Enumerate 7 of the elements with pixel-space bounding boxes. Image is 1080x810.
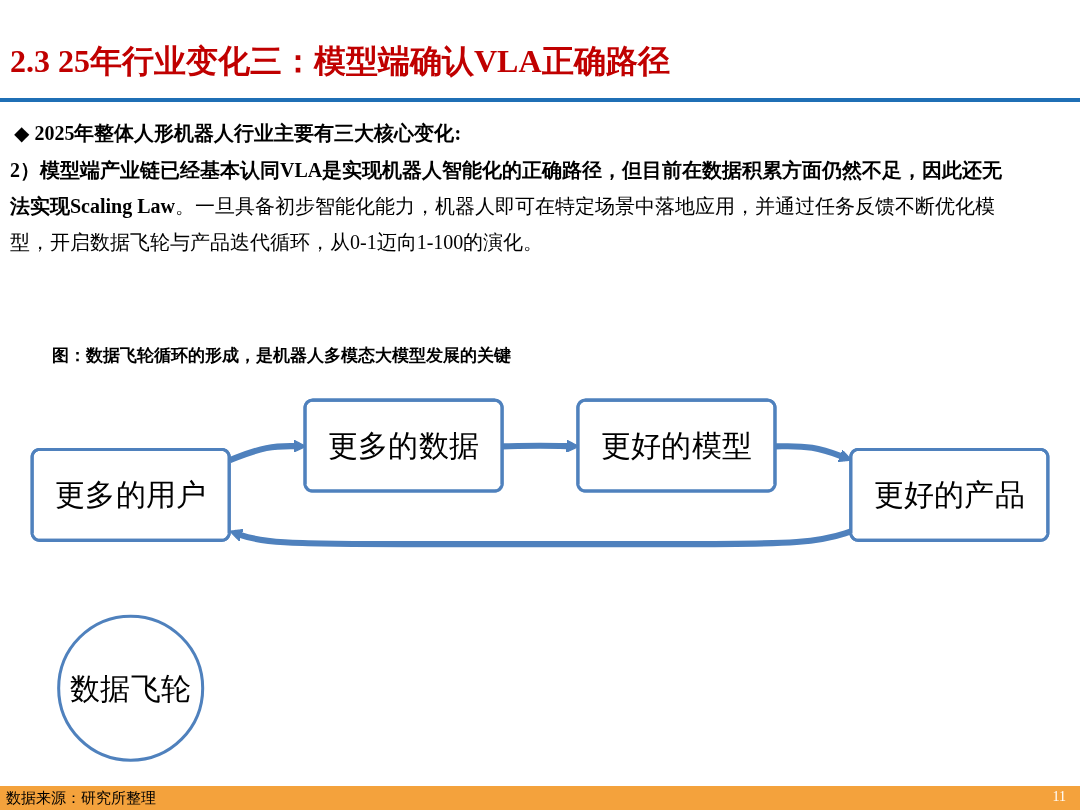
node-circle: 数据飞轮	[57, 614, 205, 762]
source-note: 数据来源：研究所整理	[6, 789, 156, 808]
page-number: 11	[1052, 789, 1066, 805]
slide-title: 2.3 25年行业变化三：模型端确认VLA正确路径	[10, 42, 670, 81]
bullet-heading: ◆ 2025年整体人形机器人行业主要有三大核心变化:	[14, 121, 462, 146]
figure-caption: 图：数据飞轮循环的形成，是机器人多模态大模型发展的关键	[52, 345, 511, 367]
body-paragraph: 2）模型端产业链已经基本认同VLA是实现机器人智能化的正确路径，但目前在数据积累方面仍然不足，因此还无法实现Scaling Law。一旦具备初步智能化能力，机器人即可在特定场景中落地应用，并通过任务反馈不断优化模型，开启数据飞轮与产品迭代循环，从0-1迈向1-100的演化。	[10, 158, 1004, 255]
